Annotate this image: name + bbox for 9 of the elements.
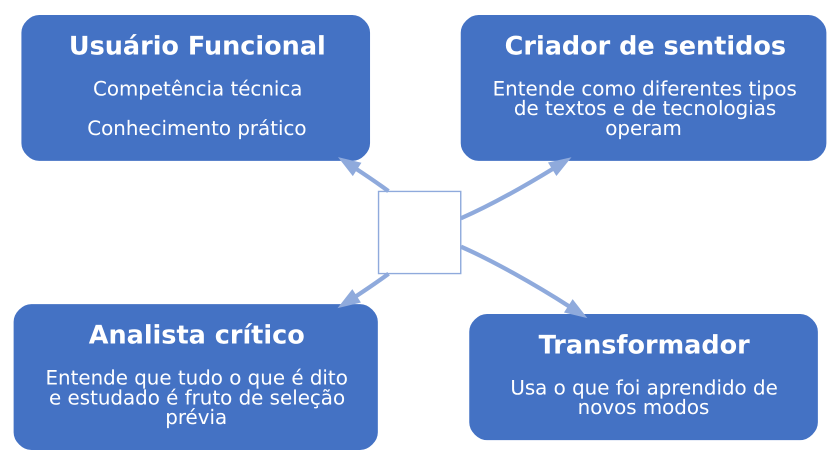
node-box (378, 190, 462, 274)
arrow (460, 156, 572, 220)
arrow (460, 244, 588, 318)
node-box: Usuário Funcional Competência técnica Conhecimento prático (21, 14, 370, 160)
node-box: Criador de sentidos Entende como diferentes tipos de textos e de tecnologias operam (460, 14, 826, 160)
arrow (338, 272, 390, 308)
node-box: Analista crítico Entende que tudo o que é dito e estudado é fruto de seleção prévia (14, 304, 378, 450)
arrow (338, 156, 390, 192)
node-box: Transformador Usa o que foi aprendido de novos modos (469, 313, 818, 440)
